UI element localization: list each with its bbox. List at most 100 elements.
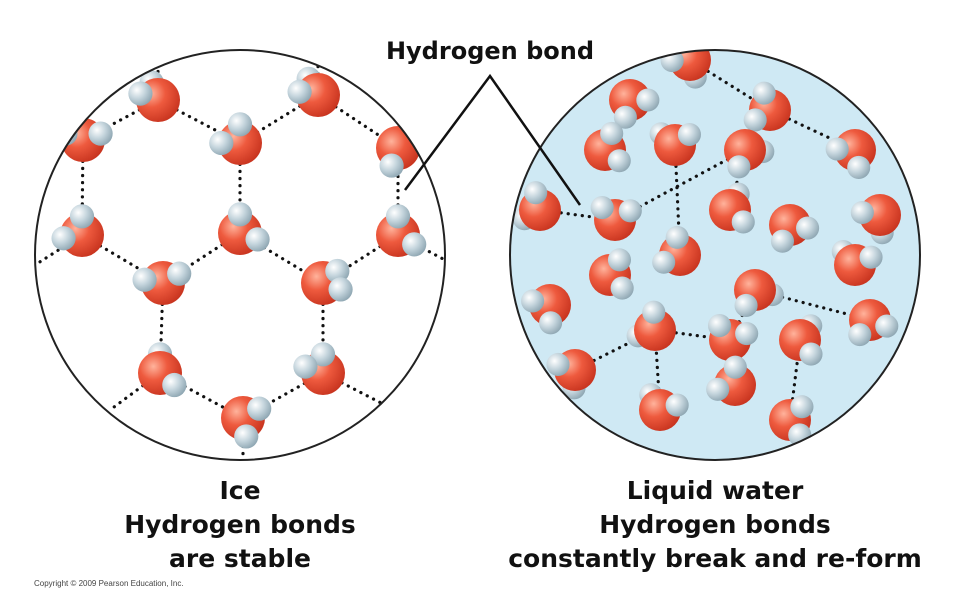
hydrogen-atom [385,204,411,229]
water-molecule [734,269,784,318]
hydrogen-atom [227,202,253,227]
hydrogen-atom [132,267,157,292]
hydrogen-atom [227,112,253,137]
hydrogen-atom [325,258,350,284]
hydrogen-atom [618,199,642,223]
hydrogen-atom [234,424,259,449]
water-molecule [652,225,701,276]
hydrogen-atom [788,423,812,447]
hydrogen-atom [652,250,676,274]
hydrogen-atom [706,377,730,401]
hydrogen-atom [796,216,820,240]
hydrogen-atom [69,204,95,229]
hydrogen-atom [613,105,637,129]
liquid-water-molecules [512,50,901,447]
water-molecule [293,342,345,395]
hydrogen-atom [610,276,634,300]
hydrogen-atom [636,88,660,112]
ice-caption-line: Hydrogen bonds [124,510,356,539]
water-molecule [850,194,901,245]
water-molecule [825,129,876,180]
hydrogen-atom [328,277,353,302]
hydrogen-atom [875,314,899,338]
hydrogen-atom [665,393,689,417]
hydrogen-bond-dots [238,231,325,285]
water-molecule [209,112,262,165]
hydrogen-atom [790,395,814,419]
water-molecule [590,196,642,241]
hydrogen-atom [665,225,689,249]
water-molecule [221,396,272,449]
water-molecule [609,79,660,129]
hydrogen-atom [600,121,624,145]
water-molecule [626,300,676,351]
liquid-caption-line: Hydrogen bonds [599,510,831,539]
water-molecule [589,248,634,300]
hydrogen-atom [752,81,776,105]
water-molecule [376,119,420,178]
liquid-caption-line: constantly break and re-form [508,544,922,573]
water-molecule [512,181,561,231]
hydrogen-atom [848,323,872,347]
water-molecule [743,81,791,132]
water-molecule [546,349,596,400]
hydrogen-atom [521,289,545,313]
water-molecule [138,342,187,398]
water-molecule [831,239,883,286]
hydrogen-atom [723,355,747,379]
water-molecule [287,66,340,117]
ice-caption-line: Ice [219,476,261,505]
water-molecule [51,204,104,257]
hydrogen-bond-label: Hydrogen bond [385,37,595,65]
hydrogen-atom [859,245,883,269]
oxygen-atom [669,50,711,81]
hydrogen-atom [607,248,632,272]
oxygen-atom [634,309,676,351]
copyright: Copyright © 2009 Pearson Education, Inc. [34,579,184,588]
hydrogen-atom [707,314,732,338]
liquid-caption-line: Liquid water [626,476,804,505]
water-molecule [724,129,775,179]
hydrogen-atom [524,181,548,205]
water-molecule [769,204,820,253]
liquid-water-caption: Liquid water Hydrogen bonds constantly b… [480,474,950,576]
hydrogen-atom [850,200,874,225]
ice-caption: Ice Hydrogen bonds are stable [60,474,420,576]
water-molecule [218,202,270,255]
oxygen-atom [218,121,262,165]
hydrogen-atom [590,196,614,220]
hydrogen-atom [727,155,751,179]
hydrogen-atom [247,396,272,421]
hydrogen-atom [293,354,318,379]
water-molecule [769,395,814,447]
water-molecule [132,261,192,305]
hydrogen-atom [546,352,570,377]
hydrogen-atom [735,322,759,346]
water-molecule [301,258,353,305]
ice-caption-line: are stable [169,544,311,573]
water-molecule [709,182,755,234]
hydrogen-atom [825,137,849,161]
callout-line [403,73,582,206]
hydrogen-bond-dots [35,233,84,267]
hydrogen-atom [743,108,767,132]
hydrogen-atom [847,155,871,180]
hydrogen-atom [402,232,427,257]
water-molecule [584,121,631,173]
water-molecule [376,204,427,257]
hydrogen-atom [310,342,336,367]
hydrogen-atom [88,121,113,146]
water-molecule [848,299,899,347]
ice-circle [34,49,446,461]
hydrogen-atom [209,130,234,156]
hydrogen-atom [799,342,823,366]
hydrogen-atom [607,149,631,173]
hydrogen-bond-dots [321,371,387,407]
hydrogen-atom [770,229,795,253]
hydrogen-atom [734,293,758,318]
hydrogen-atom [677,122,701,147]
ice-lattice [35,50,445,460]
hydrogen-atom [539,311,563,335]
water-molecule [649,122,701,166]
